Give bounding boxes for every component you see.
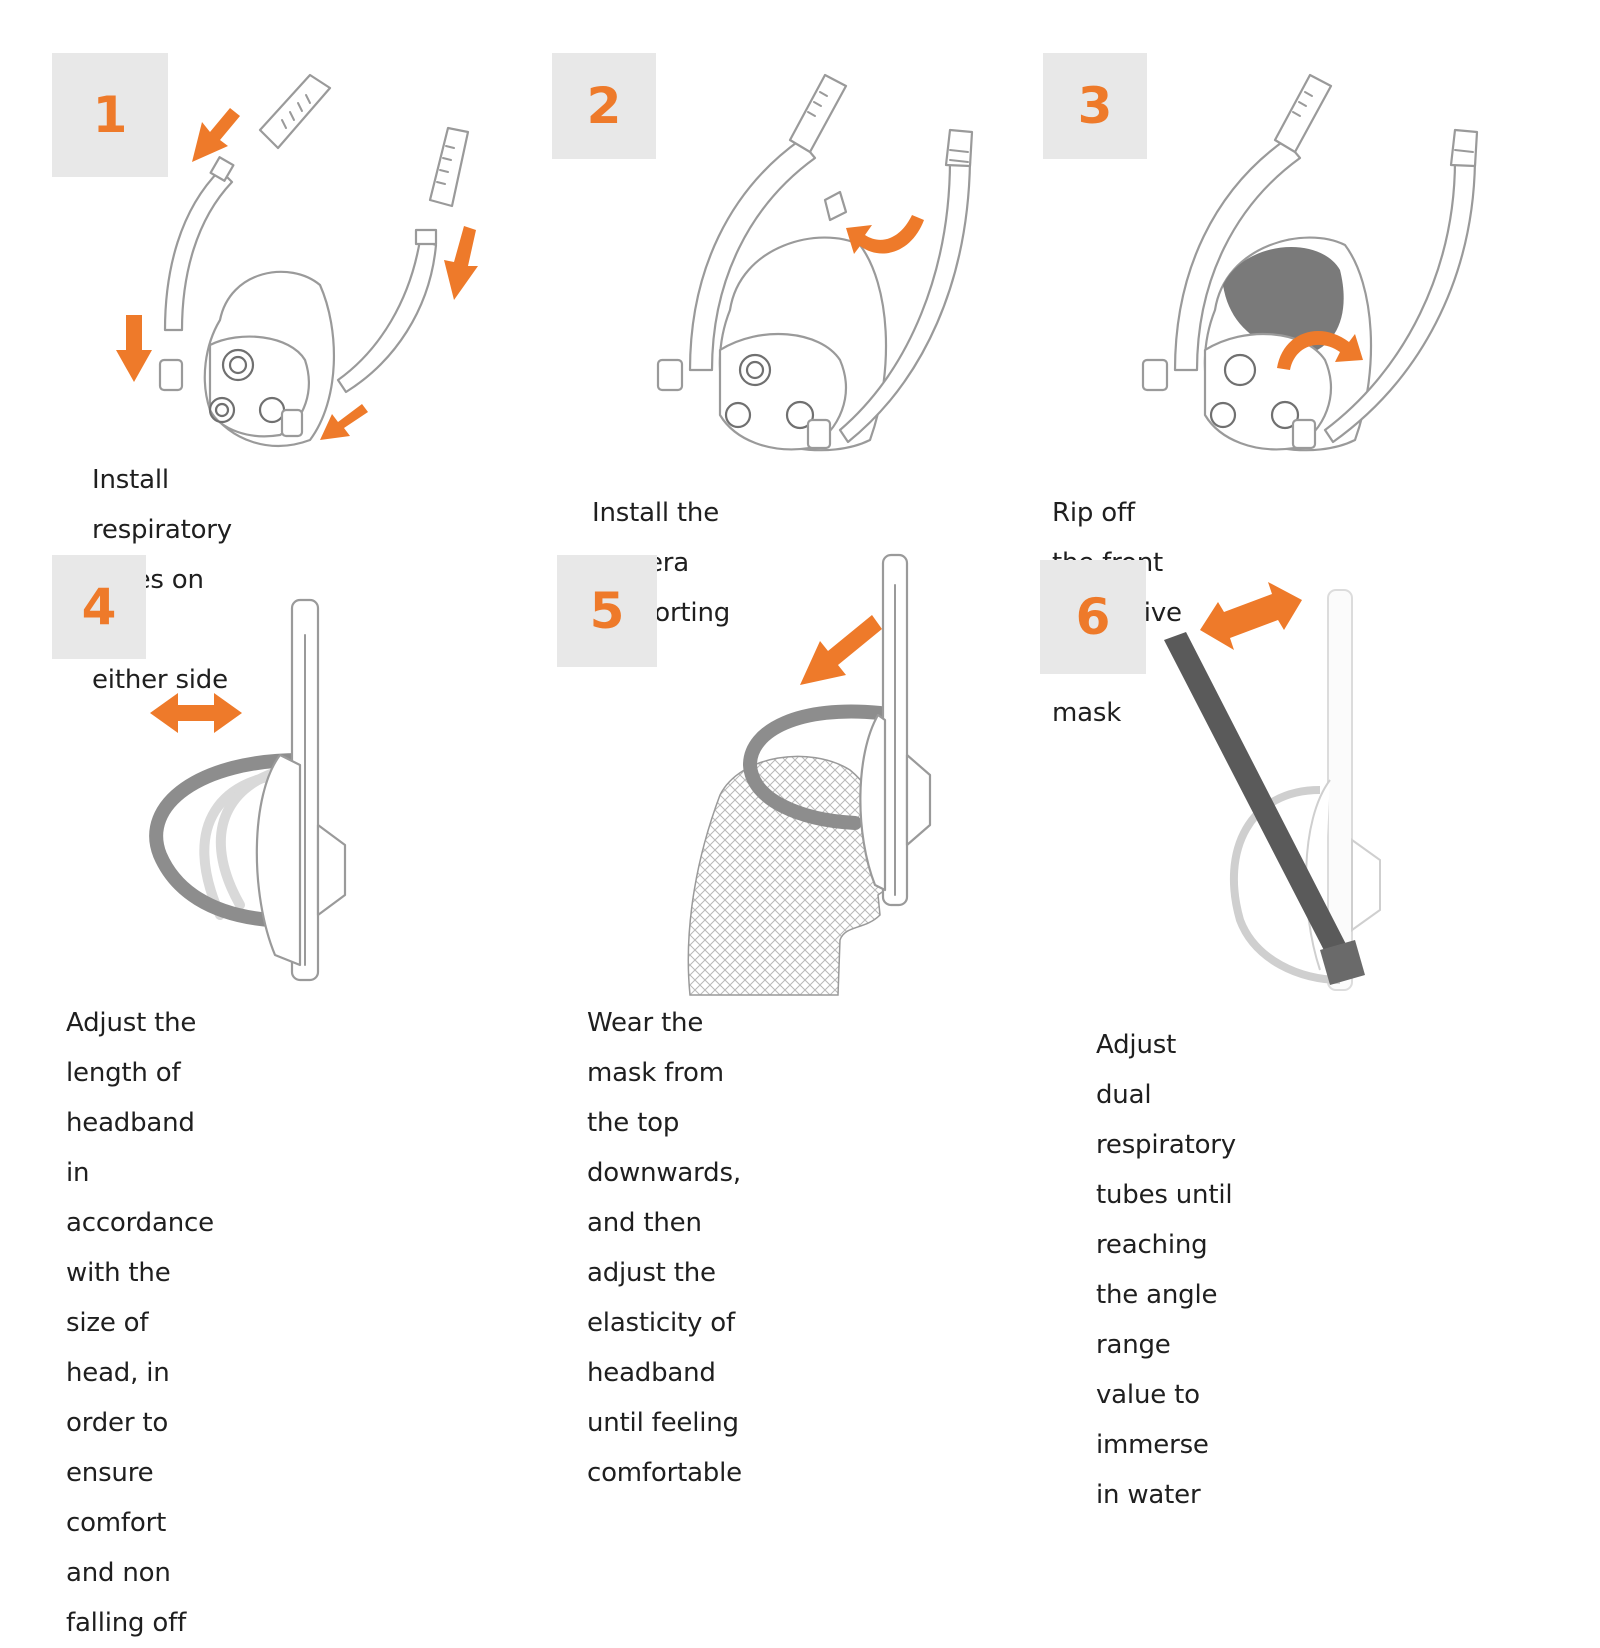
- step-5-caption-line-2: downwards, and then adjust the: [587, 1158, 741, 1288]
- step-1-mask-illustration: [116, 73, 478, 447]
- step-1-number: 1: [92, 86, 128, 144]
- step-6-caption: Adjust dual respiratory tubes until reac…: [1096, 1020, 1236, 1520]
- step-5-number: 5: [589, 582, 625, 640]
- step-4-caption-line-4: falling off: [66, 1608, 187, 1638]
- step-1-number-badge: 1: [52, 53, 168, 177]
- step-5-head-mask-illustration: [687, 553, 932, 996]
- step-2-number-badge: 2: [552, 53, 656, 159]
- step-1-caption-line-2: either side: [92, 665, 228, 695]
- step-3-number-badge: 3: [1043, 53, 1147, 159]
- step-3-number: 3: [1077, 77, 1113, 135]
- step-6-number: 6: [1075, 588, 1111, 646]
- step-4-caption: Adjust the length of headband in accorda…: [66, 998, 214, 1648]
- step-5-caption-line-1: Wear the mask from the top: [587, 1008, 724, 1138]
- step-4-number: 4: [81, 578, 117, 636]
- step-5-number-badge: 5: [557, 555, 657, 667]
- step-6-caption-line-2: reaching the angle range value to: [1096, 1230, 1218, 1410]
- step-4-mask-side-illustration: [149, 598, 347, 982]
- step-5-caption-line-4: comfortable: [587, 1458, 742, 1488]
- step-4-caption-line-1: Adjust the length of headband in: [66, 1008, 197, 1188]
- step-6-tube-angle-illustration: [1164, 582, 1381, 991]
- step-6-caption-line-3: immerse in water: [1096, 1430, 1209, 1510]
- step-4-number-badge: 4: [52, 555, 146, 659]
- step-3-mask-illustration: [1141, 73, 1479, 452]
- step-5-caption: Wear the mask from the top downwards, an…: [587, 998, 742, 1498]
- step-5-caption-line-3: elasticity of headband until feeling: [587, 1308, 739, 1438]
- step-4-caption-line-3: order to ensure comfort and non: [66, 1408, 171, 1588]
- step-6-number-badge: 6: [1040, 560, 1146, 674]
- step-2-number: 2: [586, 77, 622, 135]
- step-6-caption-line-1: Adjust dual respiratory tubes until: [1096, 1030, 1236, 1210]
- step-2-mask-illustration: [656, 73, 974, 452]
- step-4-caption-line-2: accordance with the size of head, in: [66, 1208, 214, 1388]
